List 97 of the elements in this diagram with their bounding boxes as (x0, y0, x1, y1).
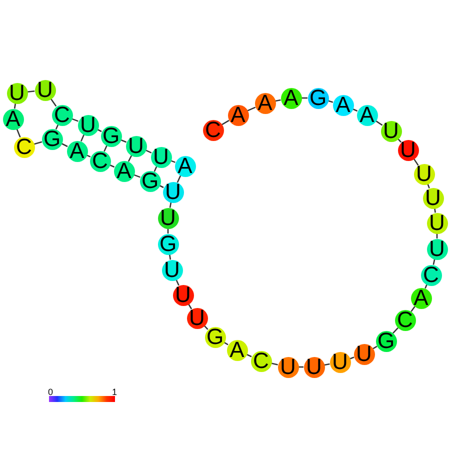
backbone-line (55, 124, 59, 130)
backbone-line (398, 138, 402, 143)
backbone-line (145, 150, 152, 154)
nucleotide-circle: G (42, 128, 62, 150)
backbone-line (224, 342, 228, 346)
backbone-line (275, 99, 281, 102)
nucleotide-circle: A (332, 94, 354, 116)
backbone-line (424, 284, 428, 289)
backbone-line (324, 363, 330, 366)
backbone-line (222, 120, 230, 126)
backbone-line (436, 234, 438, 238)
backbone-line (328, 100, 334, 103)
backbone-line (413, 158, 419, 166)
backbone-line (247, 106, 256, 112)
nucleotide-circle: G (376, 330, 396, 352)
nucleotide-circle: U (34, 80, 56, 100)
nucleotide-circle: U (78, 114, 98, 136)
backbone-line (128, 155, 132, 162)
nucleotide-circle: G (308, 88, 328, 108)
nucleotide-circle: U (426, 238, 448, 260)
nucleotide-circle: A (254, 92, 276, 114)
nucleotide-circle: A (410, 288, 432, 308)
backbone-line (188, 304, 192, 310)
backbone-line (154, 166, 158, 172)
backbone-line (246, 354, 252, 358)
backbone-line (176, 175, 182, 183)
nucleotide-circle: C (202, 120, 224, 140)
nucleotide-circle: A (66, 140, 88, 162)
backbone-line (302, 97, 308, 99)
nucleotide-circle: U (162, 260, 182, 280)
backbone-line (159, 184, 164, 188)
backbone-line (434, 208, 436, 213)
nucleotide-circle: U (126, 136, 146, 156)
nucleotide-circle: A (2, 108, 24, 130)
backbone-line (16, 128, 21, 138)
nucleotide-circle: C (394, 310, 416, 330)
nucleotide-circle: A (280, 88, 302, 108)
nucleotide-circle: C (90, 150, 110, 172)
nucleotide-circle: U (304, 356, 324, 378)
backbone-line (80, 134, 84, 142)
backbone-line (176, 279, 180, 286)
nucleotide-circle: U (162, 182, 184, 202)
backbone-line (120, 139, 127, 143)
backbone-line (14, 103, 16, 109)
nucleotide-circle: U (426, 212, 448, 234)
backbone-line (109, 164, 115, 168)
nucleotide-circle: U (380, 120, 402, 142)
backbone-line (169, 202, 172, 208)
nucleotide-circle: G (140, 170, 160, 192)
backbone-line (34, 141, 42, 145)
nucleotide-circle: U (6, 82, 28, 104)
backbone-line (298, 366, 304, 368)
nucleotide-circle: C (250, 350, 272, 372)
backbone-line (72, 118, 78, 122)
backbone-line (375, 120, 383, 126)
backbone-line (427, 184, 430, 188)
backbone-line (167, 228, 169, 234)
backbone-line (271, 362, 278, 366)
backbone-line (170, 160, 176, 163)
nucleotide-circle: G (204, 326, 226, 348)
backbone-line (104, 145, 108, 152)
backbone-line (392, 327, 398, 334)
backbone-line (432, 259, 436, 265)
nucleotide-circle: U (354, 344, 374, 364)
scale-tick-label: 1 (112, 388, 118, 397)
backbone-line (168, 254, 172, 260)
nucleotide-circle: C (52, 104, 72, 126)
nucleotide-circle: G (100, 126, 122, 146)
backbone-line (410, 306, 416, 312)
backbone-line (27, 90, 35, 93)
nucleotide-circle: U (150, 146, 172, 168)
nucleotide-circle: G (158, 234, 178, 254)
backbone-line (372, 346, 378, 350)
backbone-line (86, 154, 91, 158)
nucleotide-circle: U (278, 356, 298, 378)
backbone-line (97, 128, 102, 132)
nucleotide-circle: U (422, 188, 444, 208)
nucleotide-circle: U (186, 308, 208, 328)
nucleotide-circle: U (398, 140, 418, 160)
nucleotide-circle: A (356, 104, 378, 126)
backbone-line (352, 108, 358, 112)
nucleotide-circle: U (158, 208, 178, 228)
backbone-line (50, 98, 57, 107)
backbone-line (350, 356, 354, 360)
nucleotide-circle: U (172, 284, 194, 306)
nucleotide-circle: U (414, 164, 434, 184)
nucleotide-circle: C (420, 264, 442, 286)
backbone-line (204, 325, 208, 330)
nucleotide-circle: A (174, 156, 196, 176)
backbone-line (61, 142, 68, 148)
nucleotide-circle: U (330, 352, 350, 372)
nucleotide-circle: C (14, 136, 34, 158)
scale-tick-label: 0 (48, 388, 54, 397)
backbone-line (134, 174, 140, 178)
nucleotide-circle: A (228, 104, 248, 126)
nucleotide-circle: A (226, 340, 248, 360)
nucleotide-circle: A (114, 160, 134, 182)
